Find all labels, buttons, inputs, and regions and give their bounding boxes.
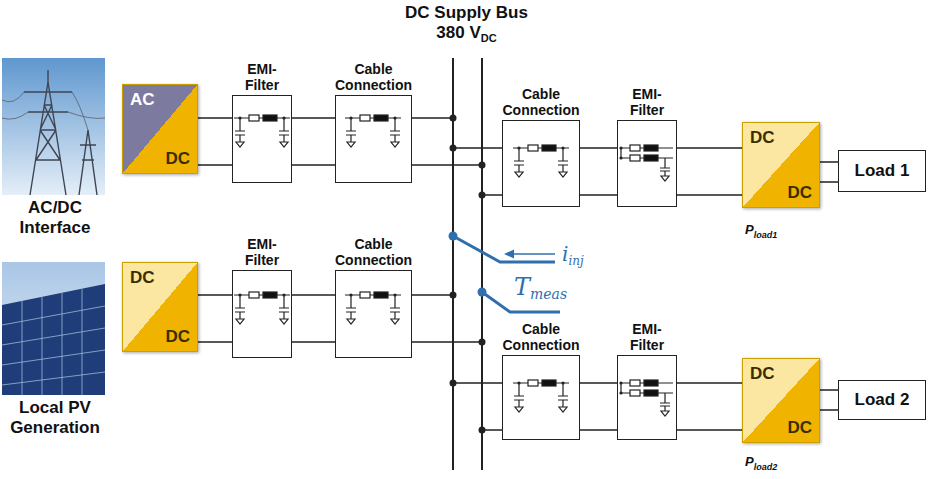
filter-symbol	[234, 292, 290, 324]
junction-dot	[450, 145, 457, 152]
junction-dot	[479, 162, 486, 169]
converter-label: DC	[130, 269, 155, 286]
power-label-subscript: load1	[754, 230, 778, 240]
converter-box: DC DC	[122, 262, 198, 352]
converter-box: DC DC	[742, 122, 820, 208]
pylon	[24, 70, 97, 195]
filter-box: EMI-Filter	[617, 355, 677, 440]
bus-junctions	[450, 115, 486, 434]
filter-symbol	[619, 380, 673, 416]
sky	[2, 58, 105, 195]
wire-pair	[580, 383, 617, 430]
filter-heading: Cable Connection	[324, 61, 424, 93]
wire-pair	[292, 118, 335, 165]
load-box: Load 2	[838, 380, 926, 420]
pylon-frame	[79, 130, 97, 195]
filter-heading: Cable Connection	[324, 236, 424, 268]
wire-pair	[820, 390, 838, 410]
filter-symbol	[513, 380, 569, 412]
filter-heading: Cable Connection	[491, 321, 591, 353]
wire-pair	[677, 148, 742, 195]
load-label: Load 1	[855, 161, 910, 181]
bus-wire	[412, 118, 502, 430]
filter-symbol	[234, 115, 290, 147]
filter-symbol	[345, 115, 401, 147]
filter-heading: Cable Connection	[491, 86, 591, 118]
wire-pair	[292, 295, 335, 342]
probe-dot	[449, 232, 458, 241]
junction-dot	[450, 292, 457, 299]
filter-box: Cable Connection	[502, 120, 580, 207]
filter-box: Cable Connection	[335, 270, 412, 358]
pv-panel	[2, 284, 105, 395]
probe-dot	[478, 288, 487, 297]
converter-label: DC	[787, 419, 812, 436]
power-label: Pload2	[745, 452, 777, 472]
junction-dot	[479, 339, 486, 346]
converter-label: DC	[750, 365, 775, 382]
wire-pair	[677, 383, 742, 430]
bus-voltage: 380 VDC	[0, 23, 933, 44]
current-label: iinj	[562, 242, 584, 268]
load-box: Load 1	[838, 150, 926, 192]
filter-box: Cable Connection	[502, 355, 580, 440]
converter-label: DC	[750, 129, 775, 146]
temperature-label: Tmeas	[514, 274, 567, 302]
filter-heading: EMI-Filter	[616, 86, 678, 118]
current-label-subscript: inj	[568, 254, 583, 268]
power-label: Pload1	[745, 220, 777, 240]
bus-voltage-main: 380 V	[436, 23, 480, 42]
power-label-main: P	[745, 222, 754, 237]
power-label-subscript: load2	[754, 462, 778, 472]
arrow-head	[504, 250, 514, 259]
current-label-main: i	[562, 242, 568, 266]
pv-picture	[2, 262, 105, 395]
filter-box: EMI-Filter	[617, 120, 677, 207]
junction-dot	[450, 380, 457, 387]
power-line	[2, 92, 105, 130]
temperature-label-main: T	[514, 273, 530, 301]
filter-symbol	[345, 292, 401, 324]
filter-symbol	[619, 145, 673, 181]
load-label: Load 2	[855, 390, 910, 410]
filter-heading: EMI-Filter	[616, 321, 678, 353]
source-label: AC/DC Interface	[0, 198, 110, 239]
wire-pair	[820, 162, 838, 182]
power-label-main: P	[745, 454, 754, 469]
junction-dot	[450, 115, 457, 122]
injection-lead	[453, 236, 555, 262]
wire-pair	[198, 295, 232, 342]
converter-label: AC	[130, 91, 155, 108]
current-arrow	[512, 253, 555, 255]
filter-box: Cable Connection	[335, 95, 412, 183]
dc-bus	[453, 58, 482, 470]
filter-box: EMI-Filter	[232, 270, 292, 358]
temperature-label-subscript: meas	[530, 286, 567, 302]
pylon-frame	[24, 70, 72, 195]
pylon-picture	[2, 58, 105, 195]
wire-pair	[198, 118, 232, 165]
converter-label: DC	[165, 150, 190, 167]
pv-cell-grid	[2, 289, 105, 395]
filter-heading: EMI-Filter	[231, 61, 293, 93]
bus-voltage-subscript: DC	[481, 32, 497, 44]
bus-title: DC Supply Bus	[0, 3, 933, 23]
converter-box: AC DC	[122, 84, 198, 174]
junction-dot	[479, 427, 486, 434]
sky	[2, 262, 105, 395]
bus-line	[481, 58, 483, 470]
filter-box: EMI-Filter	[232, 95, 292, 183]
source-label: Local PV Generation	[0, 398, 110, 439]
converter-label: DC	[165, 328, 190, 345]
converter-box: DC DC	[742, 358, 820, 443]
filter-symbol	[513, 145, 569, 177]
wire-pair	[580, 148, 617, 195]
filter-heading: EMI-Filter	[231, 236, 293, 268]
junction-dot	[479, 192, 486, 199]
converter-label: DC	[787, 184, 812, 201]
